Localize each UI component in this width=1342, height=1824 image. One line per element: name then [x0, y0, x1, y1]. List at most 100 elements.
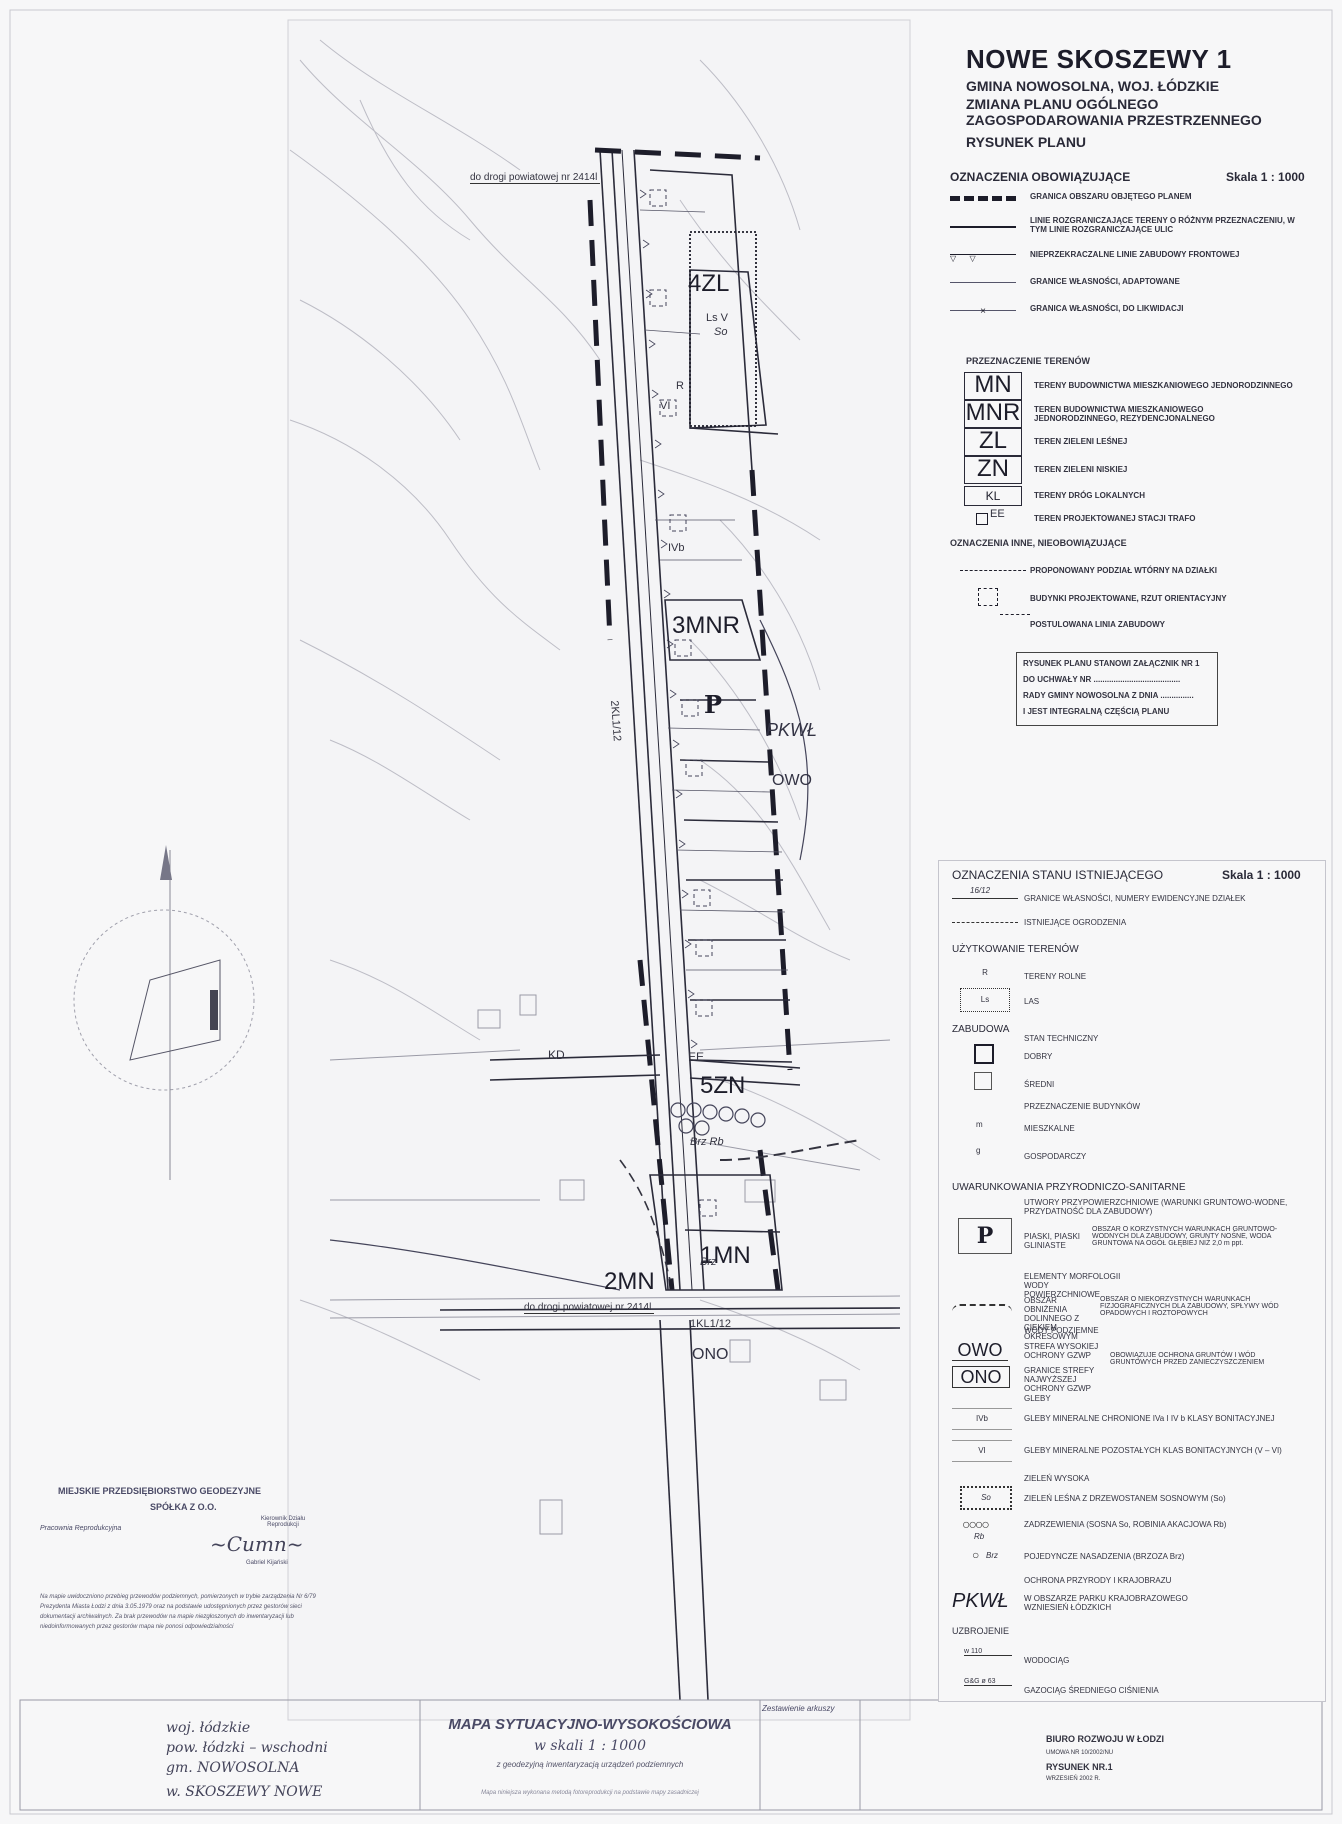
land-usage-title: UŻYTKOWANIE TERENÓW: [952, 944, 1079, 955]
sand-label: PIASKI, PIASKI GLINIASTE: [1024, 1232, 1081, 1250]
green-label-rb: ZADRZEWIENIA (SOSNA So, ROBINIA AKACJOWA…: [1024, 1520, 1227, 1529]
use-code-r: R: [982, 968, 988, 977]
road-label-bottom: do drogi powiatowej nr 2414l: [524, 1302, 654, 1314]
existing-features: [329, 994, 901, 1535]
purpose-label-g: GOSPODARCZY: [1024, 1152, 1087, 1161]
label-pkwl: PKWŁ: [766, 720, 818, 740]
symbol-ee-box: [976, 513, 988, 525]
use-label-ls: LAS: [1024, 997, 1040, 1006]
valley-label: OBSZAR OBNIŻENIA DOLINNEGO Z CIEKIEM OKR…: [1024, 1296, 1080, 1341]
resolution-box: RYSUNEK PLANU STANOWI ZAŁĄCZNIK NR 1 DO …: [1016, 652, 1218, 726]
map-type-scale: w skali 1 : 1000: [533, 1738, 646, 1754]
purpose-title: PRZEZNACZENIE BUDYNKÓW: [1024, 1102, 1141, 1111]
ground-water-title: WODY PODZIEMNE: [1024, 1326, 1099, 1335]
map-type-sub: z geodezyjną inwentaryzacją urządzeń pod…: [496, 1760, 684, 1769]
nature-title: OCHRONA PRZYRODY I KRAJOBRAZU: [1024, 1576, 1172, 1585]
workshop-label: Pracownia Reprodukcyjna: [40, 1525, 122, 1532]
soil-label-vi: GLEBY MINERALNE POZOSTAŁYCH KLAS BONITAC…: [1024, 1446, 1282, 1455]
soil-label-ivb: GLEBY MINERALNE CHRONIONE IVa I IV b KLA…: [1024, 1414, 1275, 1423]
owo-desc: OBOWIĄZUJE OCHRONA GRUNTÓW I WÓD GRUNTOW…: [1110, 1352, 1265, 1366]
symbol-tree-row: ○○○○: [962, 1516, 990, 1532]
green-label-brz: POJEDYNCZE NASADZENIA (BRZOZA Brz): [1024, 1552, 1185, 1561]
contour-lines: [289, 39, 881, 1381]
map-frame: [287, 19, 911, 1721]
symbol-good-building: [974, 1044, 994, 1064]
plan-subtitle-drawing: RYSUNEK PLANU: [966, 134, 1087, 150]
map-type-title: MAPA SYTUACYJNO-WYSOKOŚCIOWA: [448, 1716, 732, 1733]
label-owo: OWO: [772, 772, 812, 789]
equip-title: UZBROJENIE: [952, 1626, 1010, 1636]
soil-title: GLEBY: [1024, 1394, 1051, 1403]
soil-code-vi: VI: [952, 1440, 1012, 1462]
label-r: R: [676, 380, 684, 392]
symbol-ono: ONO: [952, 1366, 1010, 1388]
road-kd: KD: [548, 1048, 565, 1062]
legend-existing-title: OZNACZENIA STANU ISTNIEJĄCEGO: [952, 868, 1164, 882]
sand-desc: OBSZAR O KORZYSTNYCH WARUNKACH GRUNTOWO-…: [1092, 1226, 1278, 1247]
legend-existing-fences: ISTNIEJĄCE OGRODZENIA: [1024, 918, 1127, 927]
buildings-title: ZABUDOWA: [952, 1024, 1010, 1035]
green-code-brz: Brz: [986, 1551, 998, 1560]
symbol-ownership-adapted: [950, 282, 1016, 283]
land-use-mn-label: TERENY BUDOWNICTWA MIESZKANIOWEGO JEDNOR…: [1034, 381, 1293, 390]
tree-circles: [670, 1102, 766, 1136]
green-code-so: So: [960, 1486, 1012, 1510]
nature-code: PKWŁ: [952, 1590, 1009, 1612]
legend-other-title: OZNACZENIA INNE, NIEOBOWIĄZUJĄCE: [950, 538, 1127, 548]
footer-note: Na mapie uwidoczniono przebieg przewodów…: [40, 1594, 316, 1630]
ono-boundary: [329, 1239, 621, 1291]
symbol-mnr: MNR: [964, 399, 1022, 428]
land-use-zl-label: TEREN ZIELENI LEŚNEJ: [1034, 437, 1128, 446]
ownership-sample-number: 16/12: [970, 886, 991, 895]
legend-binding-scale: Skala 1 : 1000: [1226, 170, 1305, 184]
plan-subtitle-change: ZMIANA PLANU OGÓLNEGO ZAGOSPODAROWANIA P…: [966, 96, 1262, 128]
legend-other-item-3: POSTULOWANA LINIA ZABUDOWY: [1030, 620, 1165, 629]
legend-binding-title: OZNACZENIA OBOWIĄZUJĄCE: [950, 170, 1131, 184]
office-drawing: RYSUNEK NR.1: [1046, 1762, 1113, 1772]
symbol-medium-building: [974, 1072, 992, 1090]
company-line-1: MIEJSKIE PRZEDSIĘBIORSTWO GEODEZYJNE: [58, 1486, 262, 1496]
signature-mark: ~Cumn~: [210, 1532, 304, 1556]
morph-title: ELEMENTY MORFOLOGII WODY POWIERZCHNIOWE: [1024, 1272, 1121, 1299]
zone-2mn: 2MN: [604, 1268, 655, 1295]
symbol-postulated-line: [1000, 614, 1030, 615]
head-label: Kierownik Działu Reprodukcji: [260, 1516, 306, 1528]
valley-line-2: [619, 1159, 671, 1281]
office-contract: UMOWA NR 10/2002/NU: [1046, 1750, 1114, 1756]
valley-line: [719, 1139, 861, 1161]
pkwl-boundary: [759, 619, 809, 861]
land-use-ee-label: TEREN PROJEKTOWANEJ STACJI TRAFO: [1034, 514, 1196, 523]
legend-binding-item-3: NIEPRZEKRACZALNE LINIE ZABUDOWY FRONTOWE…: [1030, 250, 1240, 259]
land-use-mnr-label: TEREN BUDOWNICTWA MIESZKANIOWEGO JEDNORO…: [1034, 405, 1215, 423]
nature-label: W OBSZARZE PARKU KRAJOBRAZOWEGO WZNIESIE…: [1024, 1594, 1188, 1612]
label-brz-rb: Brz Rb: [690, 1136, 724, 1148]
sheet-index: Zestawienie arkuszy: [762, 1704, 835, 1713]
symbol-projected-building: [978, 588, 998, 606]
label-ls: Ls V: [706, 312, 729, 324]
zone-4zl: 4ZL: [688, 270, 730, 297]
label-so: So: [714, 326, 728, 338]
company-line-2: SPÓŁKA Z O.O.: [150, 1502, 217, 1512]
legend-existing-ownership: GRANICE WŁASNOŚCI, NUMERY EWIDENCYJNE DZ…: [1024, 894, 1246, 903]
legend-other-item-1: PROPONOWANY PODZIAŁ WTÓRNY NA DZIAŁKI: [1030, 566, 1217, 575]
map-type-note: Mapa niniejsza wykonana metodą fotorepro…: [481, 1790, 699, 1796]
resolution-line-3: RADY GMINY NOWOSOLNA Z DNIA ............…: [1023, 691, 1194, 700]
symbol-zl: ZL: [964, 428, 1022, 456]
road-kl-bottom: 1KL1/12: [690, 1318, 731, 1330]
legend-existing-scale: Skala 1 : 1000: [1222, 868, 1301, 882]
symbol-kl: KL: [964, 486, 1022, 506]
symbol-single-tree: ○: [972, 1548, 980, 1562]
ownership-lines: [639, 209, 788, 971]
location-line-2: pow. łódzki – wschodni: [166, 1740, 328, 1756]
plan-title: NOWE SKOSZEWY 1: [966, 44, 1232, 74]
legend-binding-item-4: GRANICE WŁASNOŚCI, ADAPTOWANE: [1030, 277, 1180, 286]
land-use-zn-label: TEREN ZIELENI NISKIEJ: [1034, 465, 1128, 474]
purpose-code-g: g: [976, 1146, 981, 1155]
symbol-mn: MN: [964, 372, 1022, 400]
equip-label-water: WODOCIĄG: [1024, 1656, 1070, 1665]
legend-binding-item-5: GRANICA WŁASNOŚCI, DO LIKWIDACJI: [1030, 304, 1184, 313]
use-code-ls: Ls: [960, 988, 1010, 1012]
equip-code-gas: G&G ø 63: [964, 1678, 1012, 1686]
green-title: ZIELEŃ WYSOKA: [1024, 1474, 1090, 1483]
